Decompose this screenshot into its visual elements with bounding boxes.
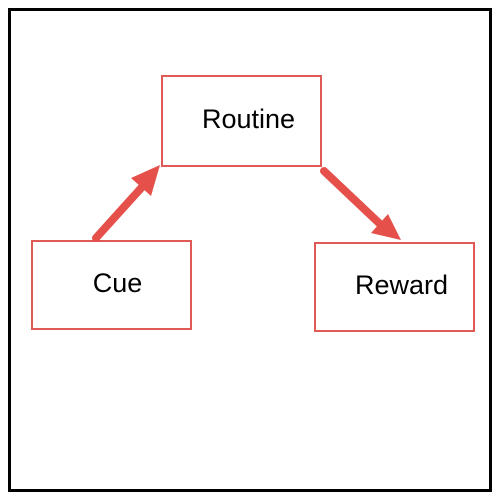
cue-label: Cue [92, 267, 143, 298]
routine-node: Routine [161, 75, 322, 167]
reward-node: Reward [314, 242, 475, 332]
routine-label: Routine [201, 103, 296, 134]
reward-label: Reward [354, 269, 449, 300]
cue-node: Cue [31, 240, 192, 330]
